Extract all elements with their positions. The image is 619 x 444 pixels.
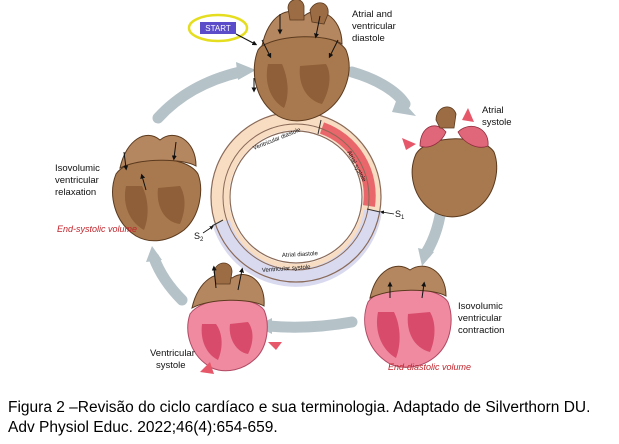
label-atrial-systole: Atrial systole <box>482 105 512 128</box>
svg-text:Isovolumic: Isovolumic <box>55 163 100 174</box>
heart-atria <box>119 134 197 169</box>
arrowhead-2 <box>418 248 434 266</box>
ring-divider-s2 <box>211 219 224 227</box>
start-button[interactable] <box>200 22 236 34</box>
heart-ventricle-right <box>299 64 330 104</box>
arrowhead-5 <box>236 62 256 80</box>
s1-pointer <box>380 210 395 215</box>
svg-text:systole: systole <box>482 117 512 128</box>
label-isovolumic-contraction: Isovolumic ventricular contraction <box>458 301 504 336</box>
heart-ventricle-right <box>407 312 435 352</box>
svg-text:ventricular: ventricular <box>352 21 396 32</box>
label-isovolumic-relaxation: Isovolumic ventricular relaxation <box>55 163 100 198</box>
cycle-arrow-top-left <box>152 66 246 124</box>
atrial-contraction-arrow-left <box>402 138 416 150</box>
timing-ring: Ventricular diastole Atrial systole Atri… <box>194 111 405 287</box>
s2-pointer <box>202 225 214 234</box>
svg-text:systole: systole <box>156 360 186 371</box>
heart-ventricle-left <box>376 312 400 358</box>
heart-atria <box>191 274 265 309</box>
cycle-arrow-left <box>148 252 188 306</box>
svg-text:diastole: diastole <box>352 33 385 44</box>
ring-atrial-systole-band <box>319 122 376 207</box>
ring-label-ventricular-systole: Ventricular systole <box>262 265 312 274</box>
heart-diastole <box>251 0 350 122</box>
heart-ventricular-systole <box>187 262 282 374</box>
contraction-arrow-right <box>268 342 282 350</box>
end-diastolic-volume-label: End-diastolic volume <box>388 362 471 372</box>
heart-ventricle-left <box>266 64 288 108</box>
cycle-arrow-top-right <box>346 66 411 110</box>
start-badge[interactable]: START <box>187 13 258 46</box>
cycle-arrowheads <box>146 62 434 334</box>
heart-body <box>411 138 498 218</box>
heart-atria <box>369 265 447 299</box>
contraction-arrow-bottom <box>200 362 214 374</box>
heart-isovolumic-contraction <box>364 265 452 368</box>
svg-text:ventricular: ventricular <box>55 175 99 186</box>
heart-atrial-systole <box>402 106 498 218</box>
start-pointer <box>235 33 258 46</box>
heart-vessels <box>435 106 457 129</box>
heart-body <box>187 298 268 372</box>
ring-divider-atrial <box>317 119 322 135</box>
ring-divider-s1 <box>366 208 381 213</box>
heart-isovolumic-relaxation <box>112 134 202 242</box>
heart-ventricle-right <box>229 322 253 354</box>
ring-mid-edge <box>222 123 370 271</box>
cycle-arrow-bottom <box>262 316 358 333</box>
heart-ventricle-left <box>124 186 148 230</box>
svg-text:Isovolumic: Isovolumic <box>458 301 503 312</box>
atrial-contraction-arrow-top <box>462 108 474 122</box>
ring-ventricular-systole-band <box>212 209 382 287</box>
ring-inner-edge <box>229 130 363 264</box>
svg-text:ventricular: ventricular <box>458 313 502 324</box>
svg-text:Atrial and: Atrial and <box>352 9 392 20</box>
figure-caption: Figura 2 –Revisão do ciclo cardíaco e su… <box>8 398 613 438</box>
heart-vessels <box>213 262 233 285</box>
end-systolic-volume-label: End-systolic volume <box>57 224 137 234</box>
heart-atrium-left <box>419 125 447 148</box>
heart-ventricle-left <box>201 324 222 360</box>
arrowhead-1 <box>392 96 416 116</box>
svg-text:relaxation: relaxation <box>55 187 96 198</box>
caption-line-2: Adv Physiol Educ. 2022;46(4):654-659. <box>8 419 278 436</box>
heart-atrium-right <box>457 126 489 148</box>
s1-label: S1 <box>395 209 405 221</box>
svg-text:Atrial: Atrial <box>482 105 504 116</box>
start-label: START <box>205 24 231 33</box>
heart-ventricle-right <box>157 186 185 224</box>
s2-label: S2 <box>194 231 204 243</box>
svg-text:Ventricular: Ventricular <box>150 348 195 359</box>
label-atrial-ventricular-diastole: Atrial and ventricular diastole <box>352 9 396 44</box>
arrowhead-4 <box>146 246 162 262</box>
label-ventricular-systole: Ventricular systole <box>150 348 195 371</box>
svg-text:contraction: contraction <box>458 325 504 336</box>
caption-line-1: Figura 2 –Revisão do ciclo cardíaco e su… <box>8 399 591 416</box>
heart-vessels <box>287 0 329 25</box>
ring-label-atrial-diastole: Atrial diastole <box>282 251 319 259</box>
